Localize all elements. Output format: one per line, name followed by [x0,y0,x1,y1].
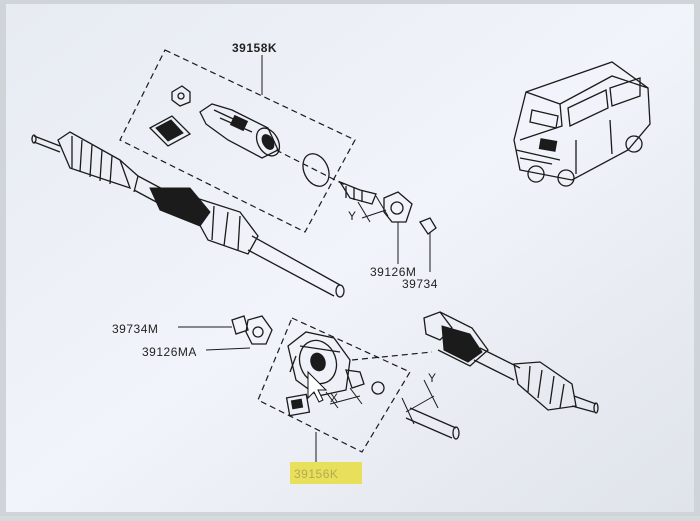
o-ring [302,153,330,187]
lower-axis-line [351,351,433,361]
nut-part [171,85,191,107]
van-illustration [513,61,651,187]
label-39158k: 39158K [232,41,277,55]
lower-kit-box [257,317,411,453]
upper-kit-box [119,49,356,233]
cv-joint-housing [199,103,281,159]
label-39156k: 39156K [294,467,338,481]
lower-y-mark: Y [428,371,437,385]
upper-yoke-part [383,191,413,223]
lower-driveshaft [423,311,599,414]
lower-x-mark: X [330,391,339,405]
label-39126ma: 39126MA [142,345,197,359]
lower-x-dimension: X [325,387,363,409]
leader-39126ma [205,347,251,351]
upper-y-dimension: Y [348,195,389,223]
upper-driveshaft [31,131,345,298]
screen-area [6,4,694,512]
grease-sachet [148,115,192,147]
label-39126m: 39126M [370,265,416,279]
lower-short-shaft [405,407,460,440]
lower-y-dimension: Y [401,371,439,425]
highlight-box [290,462,362,484]
axis-line [275,149,346,186]
mouse-cursor [307,370,328,403]
upper-clip-part [419,217,437,235]
lower-washer [371,381,385,395]
label-39734m: 39734M [112,322,158,336]
lower-grease-sachet [285,393,311,417]
upper-tripod [338,180,377,205]
lower-clip-left [231,315,249,335]
label-39734: 39734 [402,277,438,291]
lower-yoke-left [245,315,273,345]
lower-spider [345,369,365,389]
upper-y-mark: Y [348,209,357,223]
